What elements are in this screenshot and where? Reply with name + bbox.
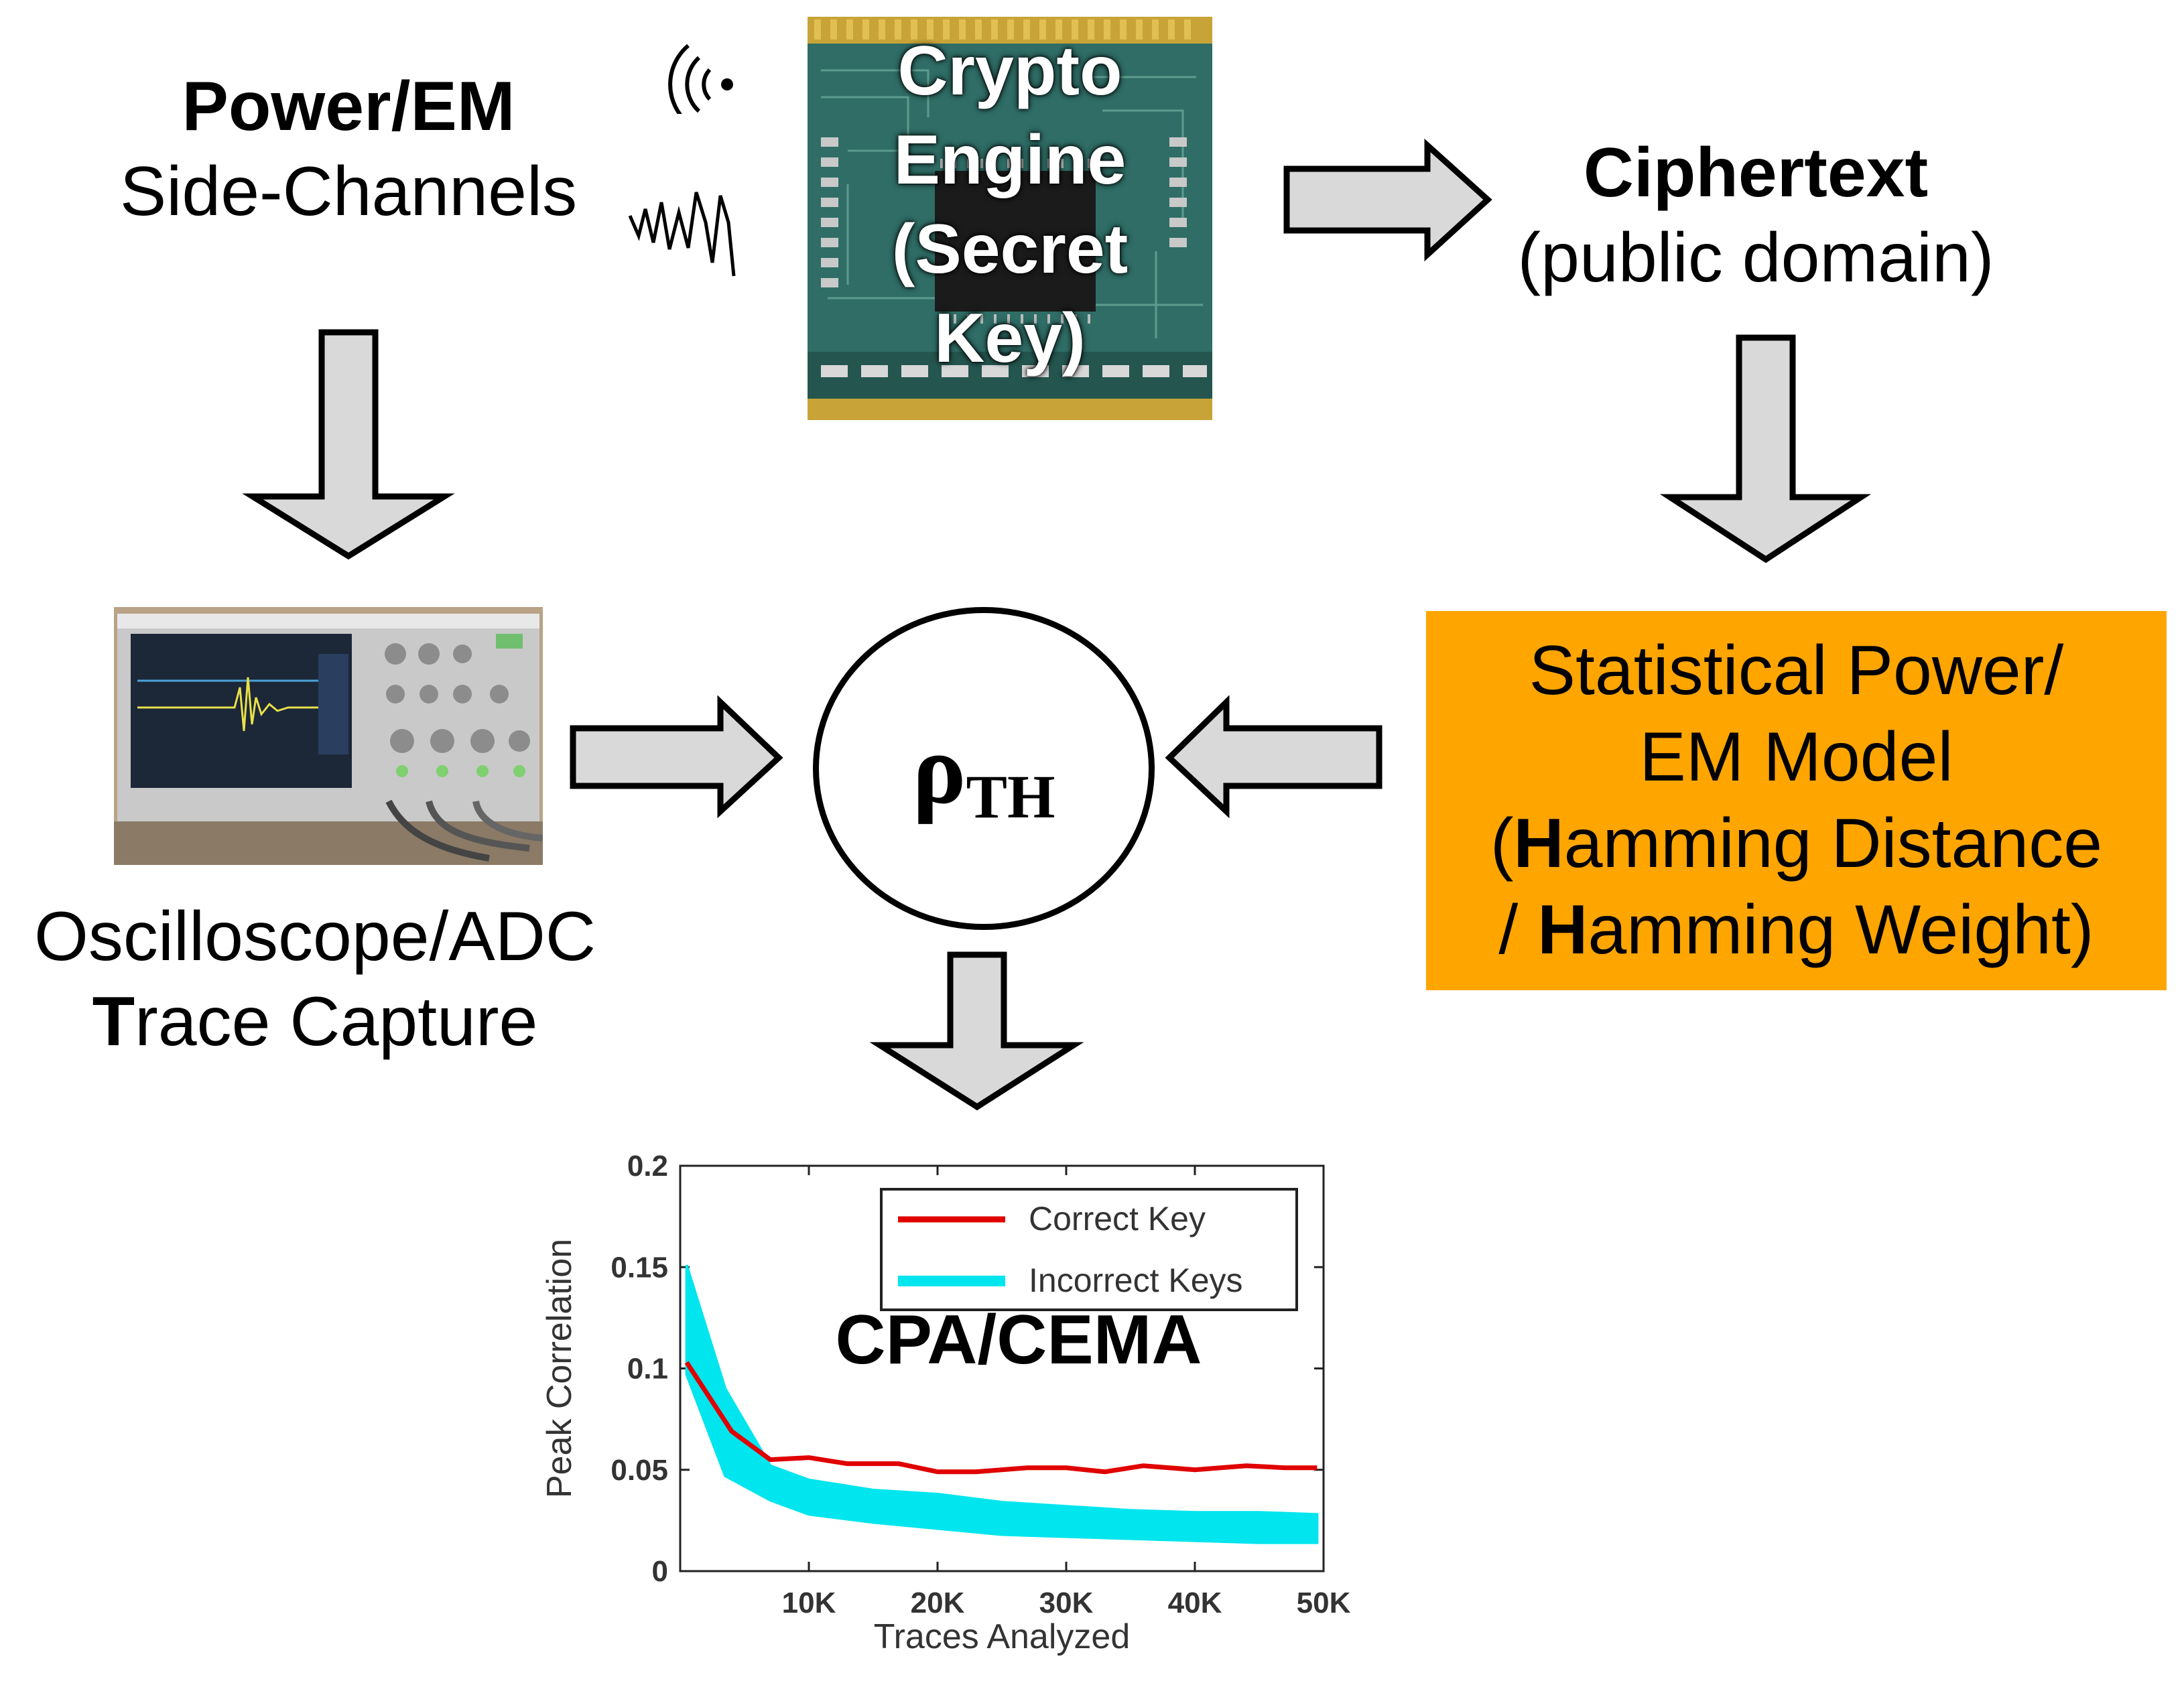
chart-title: CPA/CEMA xyxy=(836,1301,1202,1379)
model-line4-slash: / xyxy=(1498,890,1538,969)
waveform-icon xyxy=(628,192,736,277)
crypto-engine-line4: Key) xyxy=(934,299,1086,378)
model-line2: EM Model xyxy=(1639,718,1953,797)
x-tick-label: 40K xyxy=(1168,1587,1222,1619)
oscilloscope-line2: Trace Capture xyxy=(0,980,630,1065)
incorrect-keys-band xyxy=(685,1264,1319,1544)
x-tick-label: 50K xyxy=(1297,1587,1351,1619)
trace-capture-bold-letter: T xyxy=(92,982,135,1061)
arrow-left-middle xyxy=(1165,695,1383,819)
wireless-signal-icon xyxy=(668,44,733,114)
side-channels-subtitle: Side-Channels xyxy=(119,152,578,230)
model-line3: (Hamming Distance xyxy=(1490,801,2102,887)
trace-capture-rest: race Capture xyxy=(135,982,538,1061)
y-tick-label: 0.15 xyxy=(611,1251,668,1284)
y-axis-label: Peak Correlation xyxy=(540,1239,579,1498)
incorrect-keys-point xyxy=(1001,1517,1003,1520)
power-em-label: Power/EM Side-Channels xyxy=(80,64,617,234)
crypto-chip-image xyxy=(808,17,1212,420)
model-line3-paren: ( xyxy=(1490,805,1514,882)
hamming-weight-bold-letter: H xyxy=(1537,890,1588,969)
x-tick-label: 10K xyxy=(782,1587,836,1619)
rho-subscript: TH xyxy=(966,762,1055,831)
legend-label: Incorrect Keys xyxy=(1029,1262,1243,1299)
power-em-title: Power/EM xyxy=(182,68,515,145)
y-tick-label: 0 xyxy=(652,1555,668,1588)
x-tick-label: 20K xyxy=(911,1587,965,1619)
chart-labels: 0 0.05 0.1 0.15 0.2 10K 20K 30K 40K 50K Correct Ke… xyxy=(540,1150,1351,1656)
arrow-down-center xyxy=(869,951,1084,1111)
crypto-engine-line2: Engine xyxy=(893,121,1127,200)
y-tick-label: 0.05 xyxy=(611,1454,668,1487)
oscilloscope-label: Oscilloscope/ADC Trace Capture xyxy=(0,894,630,1065)
incorrect-keys-point xyxy=(769,1481,771,1484)
model-line3-rest: amming Distance xyxy=(1563,805,2103,882)
hamming-distance-bold-letter: H xyxy=(1513,805,1564,882)
correlation-node: ρTH xyxy=(813,607,1155,930)
model-line4-rest: amming Weight) xyxy=(1588,890,2094,969)
incorrect-keys-point xyxy=(686,1319,688,1321)
model-line4: / Hamming Weight) xyxy=(1490,887,2102,973)
incorrect-keys-point xyxy=(872,1505,875,1507)
rho-symbol: ρTH xyxy=(912,712,1055,832)
arrow-right-middle xyxy=(570,695,783,819)
arrow-down-right xyxy=(1659,334,1872,563)
legend-label: Correct Key xyxy=(1029,1200,1206,1237)
arrow-down-left xyxy=(242,329,455,560)
ciphertext-subtitle: (public domain) xyxy=(1517,218,1994,297)
statistical-model-box: Statistical Power/ EM Model (Hamming Dis… xyxy=(1426,611,2167,990)
crypto-engine-line1: Crypto xyxy=(897,32,1122,110)
y-tick-label: 0.1 xyxy=(627,1353,668,1386)
ciphertext-title: Ciphertext xyxy=(1583,134,1929,212)
incorrect-keys-point xyxy=(1129,1523,1132,1526)
ciphertext-label: Ciphertext (public domain) xyxy=(1461,131,2051,301)
arrow-right-top xyxy=(1283,138,1492,262)
incorrect-keys-point xyxy=(1258,1526,1261,1529)
correct-key-line xyxy=(684,1361,1318,1475)
y-tick-label: 0.2 xyxy=(627,1150,668,1183)
x-tick-label: 30K xyxy=(1039,1587,1094,1619)
oscilloscope-line1: Oscilloscope/ADC xyxy=(34,898,596,976)
x-axis-label: Traces Analyzed xyxy=(874,1617,1130,1656)
chart-series xyxy=(684,1216,1319,1544)
cpa-chart: 0 0.05 0.1 0.15 0.2 10K 20K 30K 40K 50K Correct Ke… xyxy=(540,1150,1351,1656)
crypto-engine-label: Crypto Engine (Secret Key) xyxy=(808,27,1212,383)
crypto-engine-line3: (Secret xyxy=(891,210,1129,289)
model-line1: Statistical Power/ xyxy=(1529,632,2064,710)
oscilloscope-image xyxy=(114,607,543,865)
chart-legend xyxy=(880,1188,1298,1311)
statistical-model-text: Statistical Power/ EM Model (Hamming Dis… xyxy=(1490,628,2102,973)
rho-letter: ρ xyxy=(912,714,966,825)
